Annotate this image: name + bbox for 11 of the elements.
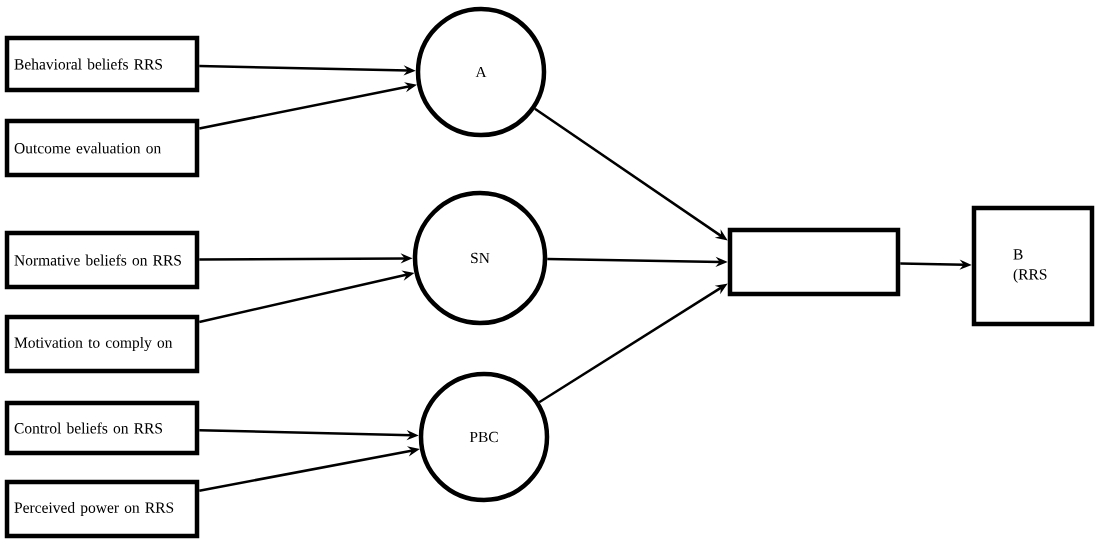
text-box: B (RRS (971, 205, 1095, 327)
text-box: Normative beliefs on RRS (4, 230, 200, 290)
circle-node: SN (412, 190, 548, 326)
text-box: Outcome evaluation on (4, 118, 200, 178)
circle-node: A (415, 6, 547, 138)
text-box: Control beliefs on RRS (4, 400, 200, 456)
text-box: Motivation to comply on (4, 314, 200, 374)
empty-box (727, 227, 901, 297)
text-box: Perceived power on RRS (4, 479, 200, 539)
text-box: Behavioral beliefs RRS (4, 35, 200, 93)
circle-node: PBC (418, 371, 550, 503)
